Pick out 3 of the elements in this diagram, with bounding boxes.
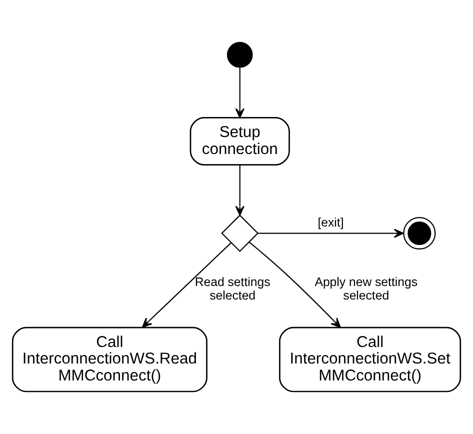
edge-label: [exit] xyxy=(318,215,344,230)
edge-label: Read settings selected xyxy=(194,274,270,302)
edge-label: Apply new settings selected xyxy=(314,274,418,302)
